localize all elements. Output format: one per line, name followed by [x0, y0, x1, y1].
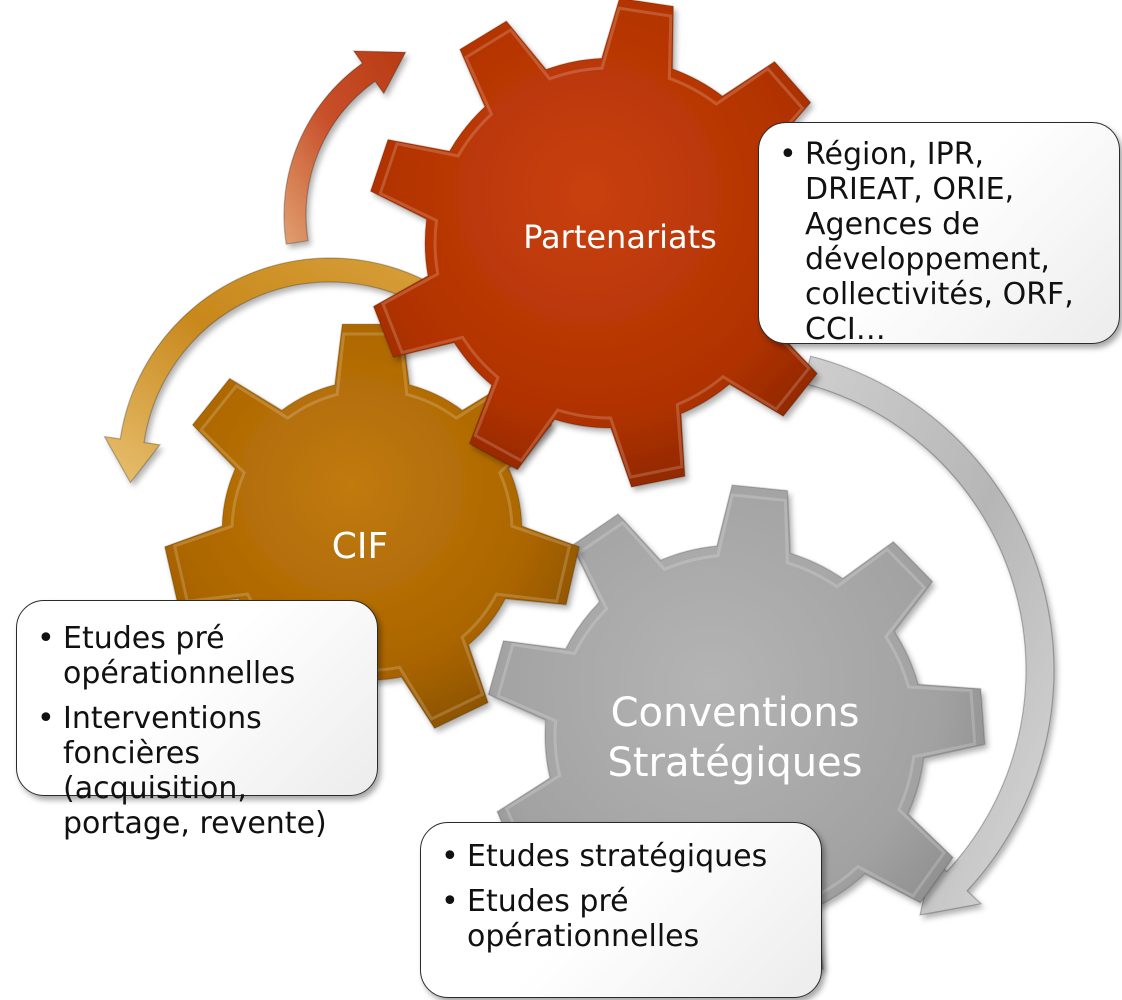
callout-conventions: Etudes stratégiques Etudes pré opération… [420, 822, 822, 998]
gear-label-conventions: Conventions Stratégiques [570, 688, 900, 788]
conventions-label-line2: Stratégiques [607, 740, 863, 786]
cif-list: Etudes pré opérationnelles Interventions… [37, 621, 365, 841]
gear-label-partenariats: Partenariats [470, 218, 770, 256]
list-item: Interventions foncières (acquisition, po… [37, 701, 365, 841]
list-item: Etudes stratégiques [441, 839, 809, 874]
arrow-left [103, 257, 445, 484]
arrow-right [802, 355, 1055, 916]
partenariats-list: Région, IPR, DRIEAT, ORIE, Agences de dé… [779, 137, 1107, 347]
conventions-list: Etudes stratégiques Etudes pré opération… [441, 839, 809, 954]
callout-cif: Etudes pré opérationnelles Interventions… [16, 600, 378, 841]
list-item: Région, IPR, DRIEAT, ORIE, Agences de dé… [779, 137, 1107, 347]
arrow-top [283, 50, 407, 245]
list-item: Etudes pré opérationnelles [37, 621, 365, 691]
partenariats-label: Partenariats [523, 218, 717, 256]
cif-label: CIF [331, 526, 389, 567]
conventions-label-line1: Conventions [610, 690, 860, 736]
list-item: Etudes pré opérationnelles [441, 884, 809, 954]
gear-label-cif: CIF [290, 526, 430, 567]
callout-partenariats: Région, IPR, DRIEAT, ORIE, Agences de dé… [758, 122, 1120, 347]
